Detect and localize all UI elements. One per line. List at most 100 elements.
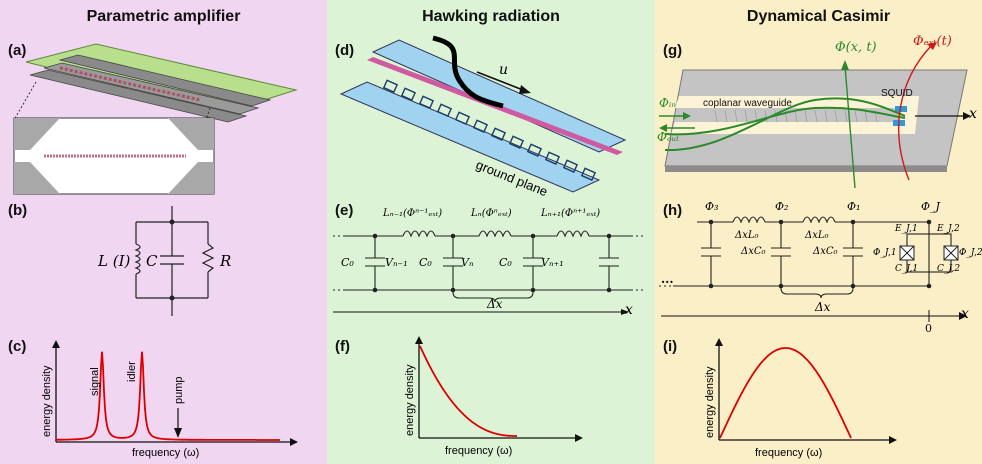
panel-label-b: (b) <box>8 202 28 219</box>
label-R: R <box>220 252 232 270</box>
label-phi1: Φ₁ <box>847 200 861 213</box>
micrograph-pad-tr <box>168 118 214 150</box>
title-hawking-radiation: Hawking radiation <box>422 8 560 25</box>
ground-plane <box>339 81 601 193</box>
label-dxC0-a: ΔxC₀ <box>741 246 766 257</box>
velocity-label: u <box>499 62 509 78</box>
panel-label-c: (c) <box>8 338 27 355</box>
ylabel-c: energy density <box>41 365 53 437</box>
column-2-graphics: ground plane <box>327 0 655 464</box>
junctions <box>899 245 959 261</box>
phi-xt-arrow-head <box>841 60 849 70</box>
velocity-arrow <box>476 71 524 91</box>
node-e-7 <box>530 287 536 293</box>
label-L-prev: Lₙ₋₁(Φⁿ⁻¹ₑₓₜ) <box>383 208 443 219</box>
x-axis-e-arrow <box>621 309 629 315</box>
label-PhiJ2: Φ_J,2 <box>959 248 982 258</box>
panel-label-f: (f) <box>335 338 350 355</box>
idler-label: idler <box>126 361 138 382</box>
gap-bottom <box>671 122 901 134</box>
axis-y-c-arrow <box>52 340 60 348</box>
signal-label: signal <box>89 367 101 396</box>
node-b-bottom <box>169 295 175 301</box>
column-parametric-amplifier: energy density signal idler pump frequen… <box>0 0 327 464</box>
label-C: C <box>146 252 158 270</box>
node-h-g1 <box>850 283 856 289</box>
column-1-graphics: energy density signal idler pump frequen… <box>0 0 327 464</box>
label-phi-xt: Φ(x, t) <box>835 40 877 55</box>
node-h-3 <box>708 219 714 225</box>
x-axis-g-arrow <box>963 112 971 120</box>
circuit-e <box>333 230 645 303</box>
axis-y-f-arrow <box>415 336 423 344</box>
label-V-prev: Vₙ₋₁ <box>385 256 408 269</box>
ylabel-f: energy density <box>404 364 416 436</box>
label-zero: 0 <box>925 322 932 335</box>
node-b-top <box>169 219 175 225</box>
spectrum-curve-i <box>719 347 852 439</box>
label-EJ1: E_J,1 <box>895 224 918 234</box>
label-phi-ext: Φₑₓₜ(t) <box>913 34 952 49</box>
pump-label: pump <box>173 376 185 404</box>
column-3-graphics: energy density frequency (ω) <box>655 0 982 464</box>
spectrum-curve-c <box>56 351 280 441</box>
label-CJ1: C_J,1 <box>895 264 919 274</box>
axis-x-f-arrow <box>575 434 583 442</box>
node-e-3 <box>530 233 536 239</box>
label-x-e: x <box>625 302 633 318</box>
node-e-5 <box>372 287 378 293</box>
label-phi-in: Φᵢₙ <box>659 96 677 110</box>
label-dxL0-b: ΔxL₀ <box>805 230 829 241</box>
node-e-8 <box>606 287 612 293</box>
label-L: L (I) <box>98 252 131 270</box>
axis-x-i-arrow <box>889 436 897 444</box>
junction-array <box>59 66 201 102</box>
axis-x-c-arrow <box>290 438 298 446</box>
label-dx-h: Δx <box>815 300 831 314</box>
panel-label-g: (g) <box>663 42 683 59</box>
label-CJ2: C_J,2 <box>937 264 961 274</box>
moving-flux-pulse <box>432 35 504 109</box>
panel-label-h: (h) <box>663 202 683 219</box>
title-parametric-amplifier: Parametric amplifier <box>86 8 241 25</box>
label-V-next: Vₙ₊₁ <box>541 256 564 269</box>
node-e-1 <box>372 233 378 239</box>
label-L-next: Lₙ₊₁(Φⁿ⁺¹ₑₓₜ) <box>541 208 601 219</box>
label-phi3: Φ₃ <box>705 200 719 213</box>
label-squid: SQUID <box>881 88 913 99</box>
label-dots: ... <box>661 272 674 286</box>
x-axis-h-arrow <box>959 312 967 320</box>
pump-arrow-head <box>174 428 182 438</box>
node-h-gJ <box>926 283 932 289</box>
node-h-g3 <box>708 283 714 289</box>
phi-out-arrow-head <box>659 124 667 132</box>
label-C0-a: C₀ <box>341 256 354 269</box>
node-h-g2 <box>778 283 784 289</box>
phi-ext-arrow-head <box>927 42 937 50</box>
label-waveguide: coplanar waveguide <box>703 98 792 109</box>
squid-chain <box>382 79 597 182</box>
panel-label-a: (a) <box>8 42 27 59</box>
hatching <box>714 109 878 123</box>
phi-in-arrow-head <box>683 112 691 120</box>
panel-label-e: (e) <box>335 202 354 219</box>
ylabel-i: energy density <box>704 366 716 438</box>
column-hawking-radiation: ground plane <box>327 0 655 464</box>
phi-ext-arrow <box>898 45 932 181</box>
label-EJ2: E_J,2 <box>937 224 960 234</box>
label-phiJ: Φ_J <box>921 200 940 213</box>
label-phi2: Φ₂ <box>775 200 789 213</box>
label-dx-e: Δx <box>487 297 503 311</box>
panel-label-d: (d) <box>335 42 355 59</box>
flux-wave-1 <box>664 97 906 152</box>
waveguide-strip-center <box>43 62 260 115</box>
xlabel-i: frequency (ω) <box>755 447 822 459</box>
label-C0-b: C₀ <box>419 256 432 269</box>
label-C0-c: C₀ <box>499 256 512 269</box>
zoom-line-left <box>13 81 37 121</box>
column-2-background <box>327 0 655 464</box>
label-L-cur: Lₙ(Φⁿₑₓₜ) <box>471 208 512 219</box>
phi-xt-arrow <box>844 65 856 189</box>
label-x-h: x <box>961 306 969 322</box>
